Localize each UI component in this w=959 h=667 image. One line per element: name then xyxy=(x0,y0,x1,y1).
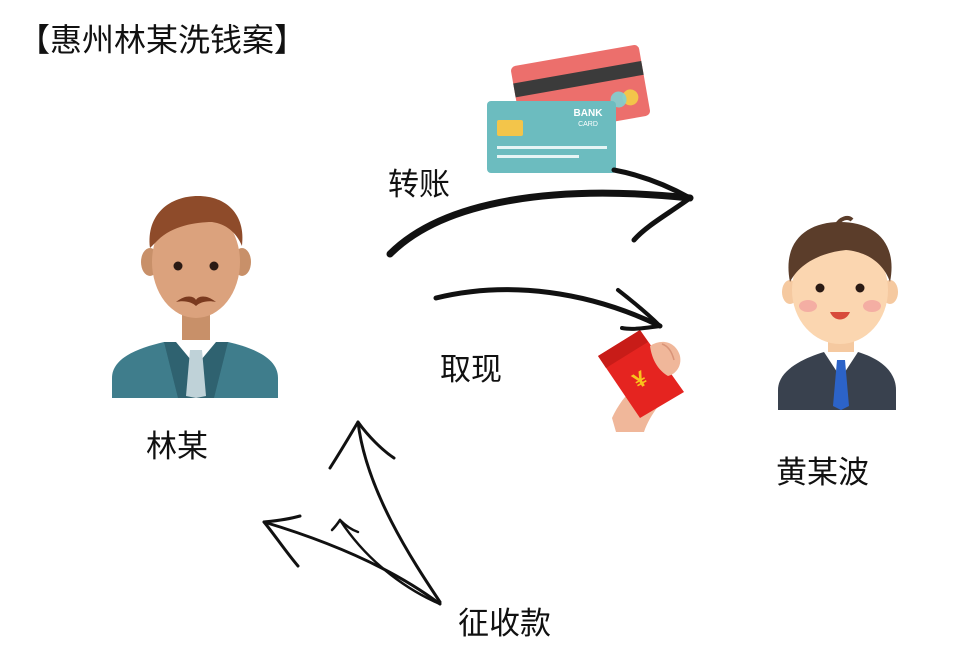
collect-arrowhead-middle xyxy=(330,518,360,534)
card-text-bank: BANK xyxy=(574,108,604,119)
transfer-label: 转账 xyxy=(388,167,450,203)
withdraw-arrowhead xyxy=(616,288,662,331)
collect-label: 征收款 xyxy=(458,606,551,642)
collect-arrow-upper xyxy=(356,420,442,604)
businessman-mustache-icon xyxy=(112,196,278,398)
flow-arrows xyxy=(262,167,694,606)
collect-arrowhead-upper xyxy=(328,420,396,470)
card-text-card: CARD xyxy=(578,121,598,128)
diagram-title: 【惠州林某洗钱案】 xyxy=(18,21,307,59)
bank-card-icon: BANK CARD xyxy=(487,45,650,173)
collect-arrow-lower xyxy=(262,520,442,606)
withdraw-arrow xyxy=(433,287,663,329)
transfer-arrow xyxy=(386,189,694,258)
collect-arrowhead-lower xyxy=(262,514,302,568)
transfer-arrowhead xyxy=(611,167,693,243)
person-name-left: 林某 xyxy=(146,429,208,465)
red-envelope-icon: ¥ xyxy=(598,330,684,432)
collect-arrow-middle xyxy=(338,518,442,606)
person-name-right: 黄某波 xyxy=(776,455,869,491)
withdraw-label: 取现 xyxy=(440,352,502,388)
young-man-icon xyxy=(778,216,898,410)
